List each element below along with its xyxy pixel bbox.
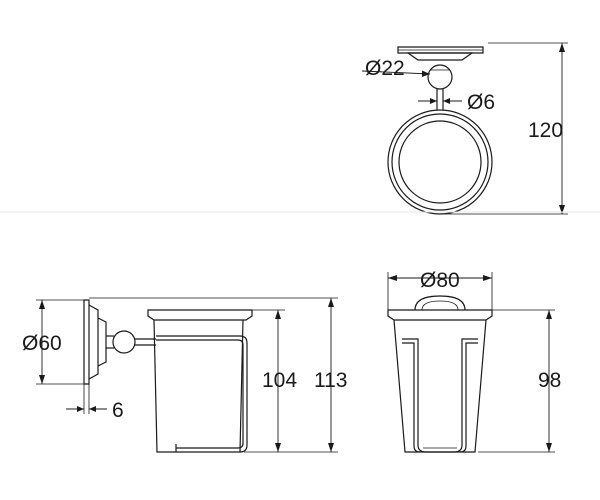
front-cup-rim <box>387 309 493 321</box>
dim104-label: 104 <box>262 369 297 392</box>
dim6-label: 6 <box>112 399 124 422</box>
top-ring-mid <box>391 113 489 211</box>
ball-dia-leader <box>361 70 431 75</box>
rod-dia-arrow-left <box>430 98 437 104</box>
dim80-label: Ø80 <box>420 269 460 292</box>
rod-dia-label: Ø6 <box>467 91 495 114</box>
side-plate-boss <box>97 317 107 367</box>
rod-dia-arrow-right <box>443 98 450 104</box>
front-frame-right-outer <box>453 338 478 453</box>
side-holder-frame-outer <box>156 335 248 453</box>
dim80-arrow-left <box>388 275 397 281</box>
top-view: Ø22 Ø6 120 <box>361 42 568 215</box>
dim113-arrow-top <box>328 298 334 307</box>
dim113-arrow-bottom <box>328 443 334 452</box>
side-cup-rim <box>147 309 253 321</box>
dim113-label: 113 <box>314 369 347 392</box>
dim60-label: Ø60 <box>22 332 62 355</box>
side-wall-plate <box>83 299 90 385</box>
dim104-arrow-bottom <box>275 443 281 452</box>
front-plate-inner <box>421 300 459 311</box>
top-plate-step <box>406 52 474 61</box>
ball-dia-label: Ø22 <box>365 57 405 80</box>
side-plate-step <box>88 304 99 380</box>
dim6-arrow-left <box>77 406 84 412</box>
dim80-arrow-right <box>483 275 492 281</box>
side-cup-body <box>153 319 244 453</box>
dim120-arrow-top <box>559 43 565 52</box>
top-ring-outer <box>387 109 493 215</box>
dim60-arrow-top <box>39 300 45 309</box>
top-wall-plate <box>397 46 484 54</box>
top-ball <box>427 64 453 90</box>
dim98-arrow-bottom <box>546 443 552 452</box>
front-frame-right-inner <box>459 342 478 453</box>
dim120-label: 120 <box>528 119 563 142</box>
dim104-arrow-top <box>275 310 281 319</box>
dim98-label: 98 <box>538 369 561 392</box>
dim98-arrow-top <box>546 310 552 319</box>
side-ball <box>112 330 136 354</box>
side-view: Ø60 6 104 113 <box>22 297 347 453</box>
dim6-arrow-right <box>89 406 96 412</box>
front-wall-plate <box>414 295 466 311</box>
front-frame-left-outer <box>402 338 427 453</box>
dim60-arrow-bottom <box>39 375 45 384</box>
side-holder-frame-inner <box>156 339 244 449</box>
dim120-arrow-bottom <box>559 205 565 214</box>
front-view: Ø80 98 <box>387 269 561 453</box>
ball-dia-arrow <box>422 70 430 77</box>
front-frame-left-inner <box>402 342 421 453</box>
front-cup-body <box>393 319 487 453</box>
top-ring-inner <box>398 120 482 204</box>
